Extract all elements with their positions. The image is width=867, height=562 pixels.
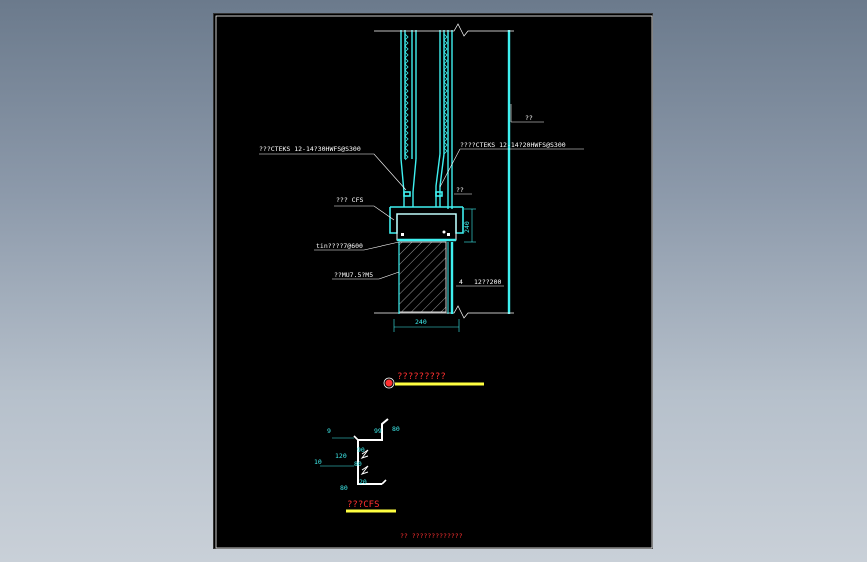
break-lines	[374, 23, 514, 319]
label-cfs-top: ??? CFS	[336, 196, 363, 204]
footer-note: ?? ?????????????	[400, 532, 463, 540]
cad-drawing: 240 240 ???CTEKS 12-14?30HWFS@S300 ????C…	[215, 15, 653, 549]
dim-beam-height	[464, 208, 476, 243]
right-stud-column	[435, 30, 453, 209]
profile-title: ???CFS	[347, 500, 380, 510]
dim-beam-height-label: 240	[463, 221, 471, 233]
label-wall-tag: ??	[525, 114, 533, 122]
label-small-tag: ??	[456, 186, 464, 194]
label-rebar-mark: 4	[459, 278, 463, 286]
masonry-wall	[398, 241, 454, 314]
profile-dim-5: 120	[335, 452, 347, 460]
label-rebar: 12??200	[474, 278, 501, 286]
section-mark-title: ?????????	[397, 372, 446, 382]
cfs-profile-detail	[320, 418, 389, 485]
profile-dimensions: 9 99 80 90 120 80 10 20 80	[314, 425, 400, 492]
label-stud-right: ????CTEKS 12-14?20HWFS@S300	[460, 141, 566, 149]
profile-dim-6: 80	[354, 460, 362, 468]
dim-wall-width-label: 240	[415, 318, 427, 326]
drawing-sheet: 240 240 ???CTEKS 12-14?30HWFS@S300 ????C…	[213, 13, 653, 549]
profile-dim-3: 80	[392, 425, 400, 433]
label-anchor: tin????7@600	[316, 242, 363, 250]
label-stud-left: ???CTEKS 12-14?30HWFS@S300	[259, 145, 361, 153]
profile-dim-9: 80	[340, 484, 348, 492]
sheet-border	[215, 15, 653, 549]
section-mark	[383, 377, 484, 389]
profile-dim-1: 9	[327, 427, 331, 435]
left-stud-column	[400, 30, 417, 207]
label-masonry: ??MU7.5?M5	[334, 271, 373, 279]
leader-lines	[259, 104, 584, 287]
profile-dim-4: 90	[357, 446, 365, 454]
profile-dim-8: 20	[359, 478, 367, 486]
dim-wall-width	[393, 319, 460, 332]
profile-dim-7: 10	[314, 458, 322, 466]
ring-beam	[396, 213, 457, 242]
profile-dim-2: 99	[374, 427, 382, 435]
